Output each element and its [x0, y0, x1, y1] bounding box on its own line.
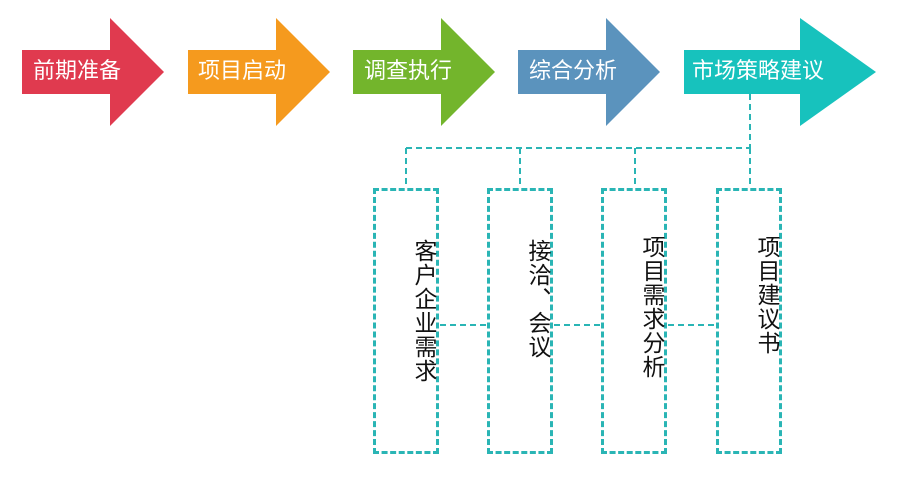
- output-label-meeting: 接洽、会议: [524, 239, 550, 359]
- stage-arrow-1: [22, 18, 164, 126]
- output-box-requirement-analysis: 项目需求分析: [601, 188, 667, 454]
- stage-label-kickoff: 项目启动: [198, 59, 287, 84]
- stage-arrow-3: [353, 18, 495, 126]
- stage-label-analysis: 综合分析: [529, 59, 618, 84]
- stage-arrow-4: [518, 18, 660, 126]
- output-label-proposal: 项目建议书: [753, 235, 779, 355]
- stage-arrow-2: [188, 18, 330, 126]
- connector-lines: [405, 94, 751, 326]
- stage-label-strategy: 市场策略建议: [692, 59, 825, 84]
- stage-label-survey: 调查执行: [364, 59, 453, 84]
- stage-label-prep: 前期准备: [33, 59, 122, 84]
- output-label-requirement-analysis: 项目需求分析: [638, 235, 664, 379]
- output-label-client-needs: 客户企业需求: [410, 239, 436, 383]
- output-box-proposal: 项目建议书: [716, 188, 782, 454]
- stage-arrow-5: [684, 18, 876, 126]
- output-box-client-needs: 客户企业需求: [373, 188, 439, 454]
- output-box-meeting: 接洽、会议: [487, 188, 553, 454]
